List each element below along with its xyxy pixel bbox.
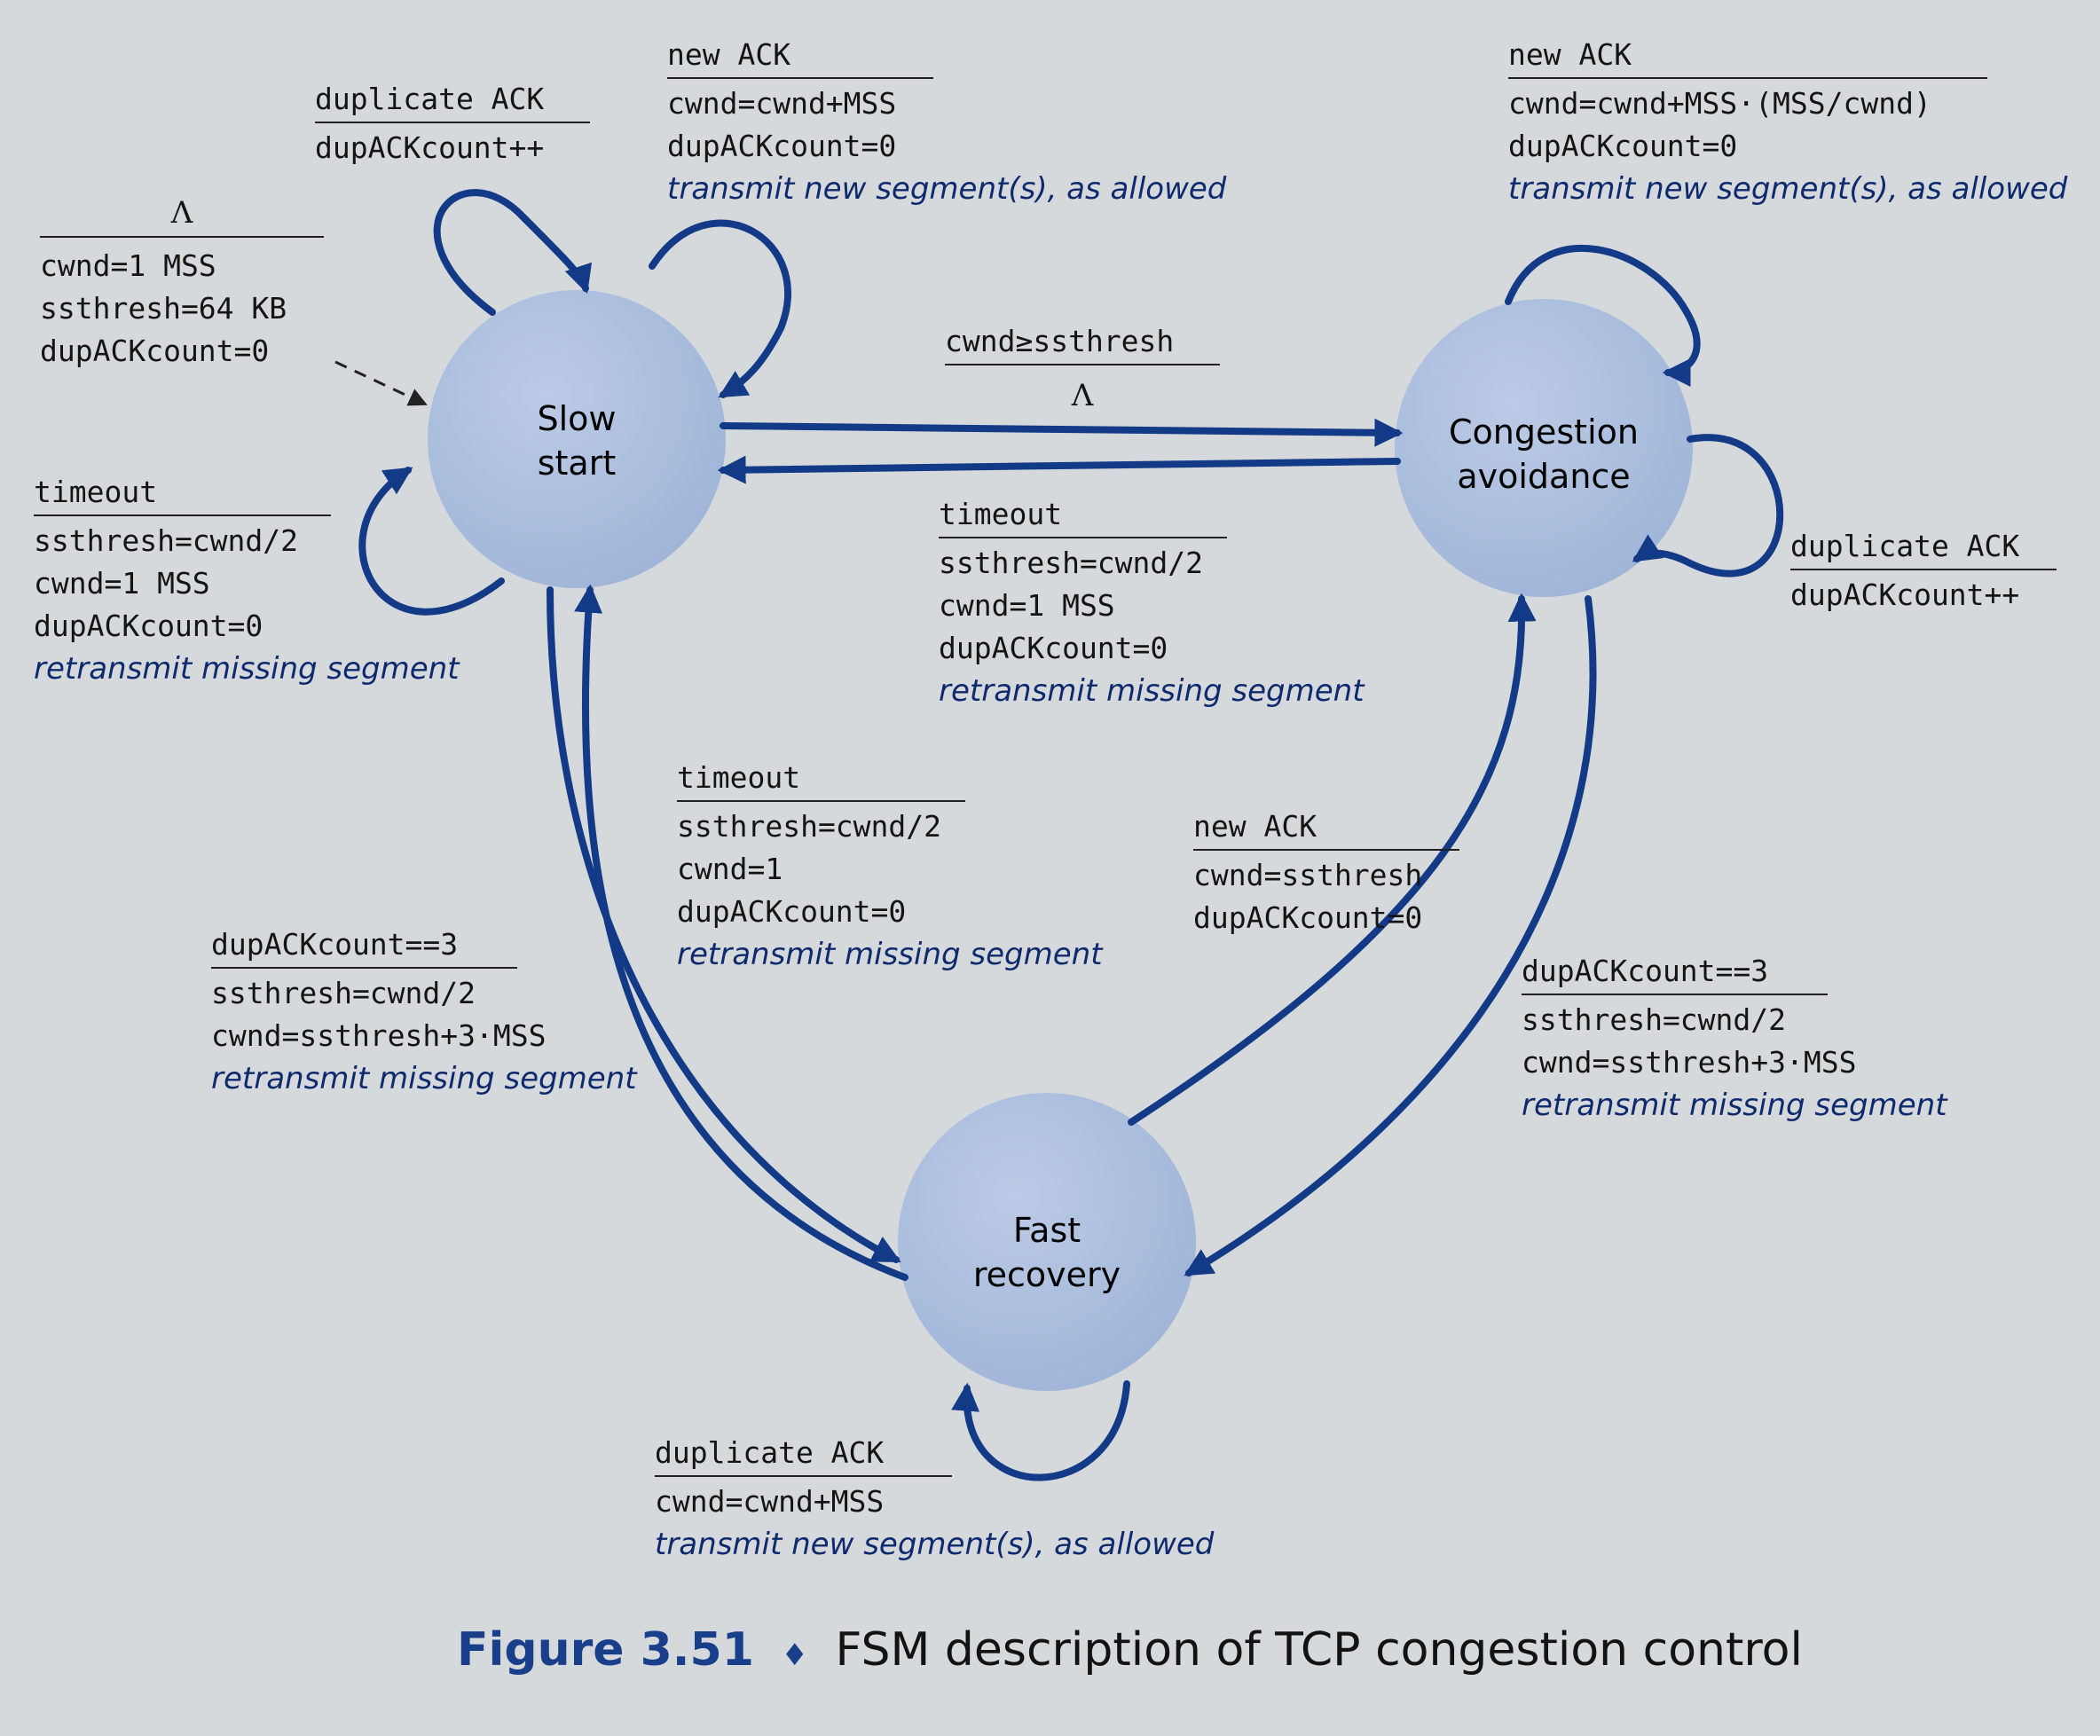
ss-dup-cond: duplicate ACK: [315, 82, 590, 123]
fr-to-ca-action-2: dupACKcount=0: [1193, 900, 1423, 935]
fr-to-ca-action-1: cwnd=ssthresh: [1193, 858, 1423, 892]
label-ss-to-ca: cwnd≥ssthresh Λ: [945, 324, 1220, 413]
ca-to-fr-action-1: ssthresh=cwnd/2: [1522, 1002, 1787, 1037]
state-label-slow-start-1: Slow: [537, 399, 616, 438]
label-init: Λ cwnd=1 MSS ssthresh=64 KB dupACKcount=…: [40, 195, 324, 373]
ca-to-ss-action-3: dupACKcount=0: [939, 631, 1168, 665]
ca-to-ss-action-1: ssthresh=cwnd/2: [939, 546, 1204, 580]
ca-to-ss-cond: timeout: [939, 497, 1227, 538]
ss-timeout-italic: retransmit missing segment: [34, 651, 460, 687]
label-ss-timeout: timeout ssthresh=cwnd/2 cwnd=1 MSS dupAC…: [34, 475, 460, 690]
ss-new-italic: transmit new segment(s), as allowed: [667, 171, 1227, 207]
arrow-ss-timeout-loop: [358, 467, 505, 616]
ss-timeout-cond: timeout: [34, 475, 331, 516]
arrow-ss-dup-loop: [433, 189, 593, 316]
ss-dup-action-1: dupACKcount++: [315, 130, 545, 165]
ss-to-fr-action-2: cwnd=ssthresh+3·MSS: [211, 1018, 547, 1053]
arrow-fr-to-ss: [574, 584, 908, 1281]
arrow-ca-to-fr: [1184, 595, 1597, 1276]
ca-to-fr-cond: dupACKcount==3: [1522, 954, 1828, 995]
ca-to-ss-action-2: cwnd=1 MSS: [939, 588, 1115, 623]
ss-timeout-action-3: dupACKcount=0: [34, 609, 263, 643]
ss-to-fr-action-1: ssthresh=cwnd/2: [211, 976, 476, 1010]
ca-new-action-1: cwnd=cwnd+MSS·(MSS/cwnd): [1508, 86, 1931, 121]
ca-new-cond: new ACK: [1508, 37, 1987, 79]
state-slow-start: [428, 290, 726, 588]
arrow-ca-new-loop: [1505, 244, 1701, 387]
label-fr-to-ss: timeout ssthresh=cwnd/2 cwnd=1 dupACKcou…: [677, 760, 1103, 976]
fr-to-ss-italic: retransmit missing segment: [677, 937, 1103, 972]
state-label-fr-1: Fast: [1013, 1211, 1081, 1250]
fr-dup-italic: transmit new segment(s), as allowed: [655, 1527, 1215, 1562]
fr-to-ss-cond: timeout: [677, 760, 965, 802]
ss-new-cond: new ACK: [667, 37, 933, 79]
ss-to-ca-cond: cwnd≥ssthresh: [945, 324, 1220, 365]
ss-to-fr-italic: retransmit missing segment: [211, 1061, 637, 1096]
fr-to-ss-action-3: dupACKcount=0: [677, 894, 907, 929]
ca-to-ss-italic: retransmit missing segment: [939, 673, 1365, 709]
label-ss-to-fr: dupACKcount==3 ssthresh=cwnd/2 cwnd=ssth…: [211, 927, 637, 1100]
arrow-ss-new-loop: [649, 219, 791, 398]
fr-to-ca-cond: new ACK: [1193, 809, 1459, 851]
init-action-3: dupACKcount=0: [40, 334, 270, 368]
arrow-ss-to-fr: [547, 586, 901, 1263]
state-label-slow-start-2: start: [538, 444, 617, 483]
arrow-ca-to-ss: [717, 455, 1401, 484]
state-label-ca-2: avoidance: [1457, 457, 1630, 496]
ss-timeout-action-1: ssthresh=cwnd/2: [34, 523, 299, 558]
label-fr-dup: duplicate ACK cwnd=cwnd+MSS transmit new…: [655, 1435, 1214, 1566]
figure-caption: Figure 3.51 ♦ FSM description of TCP con…: [457, 1623, 1803, 1677]
init-action-1: cwnd=1 MSS: [40, 248, 216, 283]
label-ca-new: new ACK cwnd=cwnd+MSS·(MSS/cwnd) dupACKc…: [1508, 37, 2067, 210]
init-cond: Λ: [40, 195, 324, 238]
label-ca-to-fr: dupACKcount==3 ssthresh=cwnd/2 cwnd=ssth…: [1522, 954, 1947, 1127]
arrow-fr-to-ca: [1128, 593, 1537, 1126]
fr-dup-action-1: cwnd=cwnd+MSS: [655, 1484, 885, 1519]
ss-new-action-1: cwnd=cwnd+MSS: [667, 86, 897, 121]
label-ss-new: new ACK cwnd=cwnd+MSS dupACKcount=0 tran…: [667, 37, 1226, 210]
state-fast-recovery: [898, 1093, 1196, 1391]
state-congestion-avoidance: [1395, 299, 1693, 597]
ss-new-action-2: dupACKcount=0: [667, 129, 897, 163]
label-ca-dup: duplicate ACK dupACKcount++: [1790, 529, 2057, 617]
state-label-ca-1: Congestion: [1449, 412, 1639, 452]
caption-separator: ♦: [781, 1638, 808, 1673]
state-label-fr-2: recovery: [973, 1255, 1121, 1294]
ca-to-fr-action-2: cwnd=ssthresh+3·MSS: [1522, 1045, 1857, 1080]
ca-new-action-2: dupACKcount=0: [1508, 129, 1738, 163]
label-ss-dup: duplicate ACK dupACKcount++: [315, 82, 590, 169]
label-ca-to-ss: timeout ssthresh=cwnd/2 cwnd=1 MSS dupAC…: [939, 497, 1365, 712]
fr-to-ss-action-1: ssthresh=cwnd/2: [677, 809, 942, 844]
ca-dup-cond: duplicate ACK: [1790, 529, 2057, 570]
caption-text: FSM description of TCP congestion contro…: [835, 1623, 1803, 1677]
arrow-initial: [334, 360, 428, 406]
arrow-ca-dup-loop: [1632, 434, 1784, 577]
label-fr-to-ca: new ACK cwnd=ssthresh dupACKcount=0: [1193, 809, 1459, 939]
fr-dup-cond: duplicate ACK: [655, 1435, 952, 1477]
ca-new-italic: transmit new segment(s), as allowed: [1508, 171, 2068, 207]
ss-timeout-action-2: cwnd=1 MSS: [34, 566, 210, 601]
init-action-2: ssthresh=64 KB: [40, 291, 287, 326]
ss-to-fr-cond: dupACKcount==3: [211, 927, 517, 969]
arrow-ss-to-ca: [720, 418, 1404, 447]
fr-to-ss-action-2: cwnd=1: [677, 852, 783, 886]
arrow-fr-dup-loop: [951, 1380, 1130, 1481]
ca-to-fr-italic: retransmit missing segment: [1522, 1088, 1947, 1123]
ss-to-ca-action-1: Λ: [1071, 378, 1094, 413]
figure-number: Figure 3.51: [457, 1623, 754, 1677]
ca-dup-action-1: dupACKcount++: [1790, 577, 2020, 612]
